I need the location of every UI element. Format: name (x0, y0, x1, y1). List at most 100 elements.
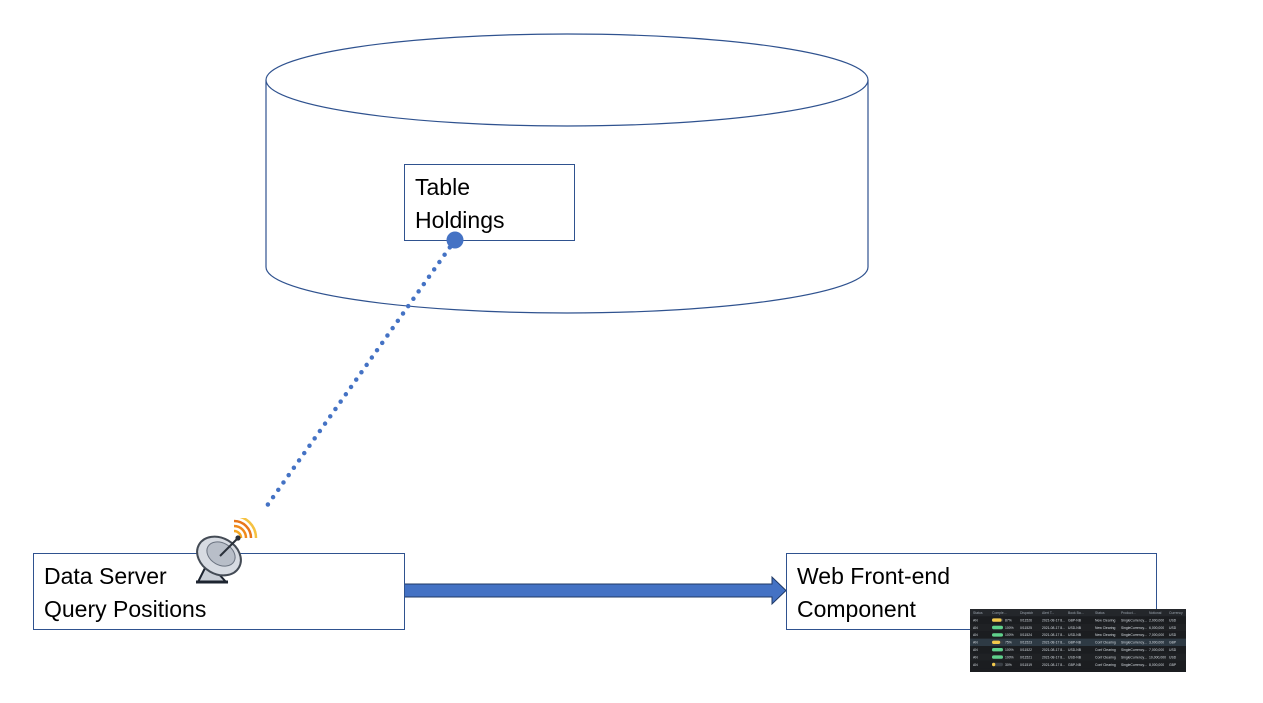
web-frontend-line-2: Component (797, 596, 916, 622)
thumbnail-cell: 6,000,000 (1149, 626, 1164, 630)
flow-arrow (403, 575, 787, 606)
thumbnail-cell: USD (1169, 655, 1177, 659)
thumbnail-cell: 0/11521 (1020, 655, 1032, 659)
thumbnail-cell: Conf Clearing (1095, 648, 1116, 652)
thumbnail-cell: AN (973, 655, 978, 659)
thumbnail-progress-fill (992, 618, 1002, 622)
thumbnail-header-cell: Status (1095, 611, 1105, 615)
thumbnail-cell: New Clearing (1095, 618, 1115, 622)
thumbnail-cell: USD-NB (1068, 626, 1082, 630)
table-box-line-1: Table (415, 174, 470, 200)
thumbnail-cell: 2021-08-17 8... (1042, 626, 1065, 630)
thumbnail-row (970, 660, 1186, 669)
thumbnail-cell: 30% (1005, 663, 1012, 667)
thumbnail-cell: New Clearing (1095, 626, 1115, 630)
table-box-line-2: Holdings (415, 207, 505, 233)
web-frontend-line-1: Web Front-end (797, 563, 950, 589)
thumbnail-cell: AN (973, 648, 978, 652)
thumbnail-cell: GBP-NB (1068, 618, 1082, 622)
thumbnail-cell: GBP-NB (1068, 641, 1082, 645)
data-server-line-2: Query Positions (44, 596, 207, 622)
thumbnail-row (970, 638, 1186, 646)
cylinder-top (265, 33, 869, 127)
table-holdings-box: Table Holdings (404, 164, 575, 241)
thumbnail-cell: 100% (1005, 633, 1014, 637)
thumbnail-header-cell: Comple... (992, 611, 1007, 615)
thumbnail-cell: 10,000,000 (1149, 655, 1166, 659)
thumbnail-header-cell: Alert T... (1042, 611, 1054, 615)
thumbnail-cell: 0/11525 (1020, 626, 1032, 630)
thumbnail-cell: SingleCurrency... (1121, 633, 1147, 637)
thumbnail-cell: 2021-08-17 8... (1042, 641, 1065, 645)
thumbnail-cell: 7,000,000 (1149, 633, 1164, 637)
thumbnail-cell: SingleCurrency... (1121, 618, 1147, 622)
thumbnail-cell: 2021-08-17 8... (1042, 633, 1065, 637)
thumbnail-progress-fill (992, 655, 1003, 659)
thumbnail-progress-fill (992, 640, 1001, 644)
thumbnail-cell: USD (1169, 626, 1177, 630)
thumbnail-cell: 0/11522 (1020, 648, 1032, 652)
thumbnail-cell: SingleCurrency... (1121, 663, 1147, 667)
thumbnail-cell: SingleCurrency... (1121, 626, 1147, 630)
thumbnail-cell: 2,000,000 (1149, 618, 1164, 622)
thumbnail-cell: GBP-NB (1068, 663, 1082, 667)
thumbnail-header-band (970, 609, 1186, 617)
thumbnail-header-cell: Notional (1149, 611, 1162, 615)
thumbnail-row (970, 623, 1186, 632)
thumbnail-cell: SingleCurrency... (1121, 648, 1147, 652)
thumbnail-cell: 2021-08-17 8... (1042, 655, 1065, 659)
thumbnail-header-cell: Dispatch (1020, 611, 1033, 615)
thumbnail-cell: SingleCurrency... (1121, 641, 1147, 645)
thumbnail-cell: 2021-08-17 8... (1042, 618, 1065, 622)
thumbnail-header-cell: Book Ba... (1068, 611, 1084, 615)
thumbnail-cell: 8,000,000 (1149, 663, 1164, 667)
thumbnail-cell: 87% (1005, 618, 1012, 622)
thumbnail-cell: USD-NB (1068, 633, 1082, 637)
thumbnail-cell: AN (973, 626, 978, 630)
thumbnail-cell: USD-NB (1068, 655, 1082, 659)
thumbnail-cell: GBP (1169, 663, 1177, 667)
thumbnail-progress-fill (992, 662, 996, 667)
thumbnail-progress-fill (992, 648, 1003, 652)
thumbnail-cell: Conf Clearing (1095, 655, 1116, 659)
thumbnail-row (970, 616, 1186, 624)
thumbnail-cell: USD (1169, 633, 1177, 637)
thumbnail-cell: 100% (1005, 648, 1014, 652)
thumbnail-row (970, 653, 1186, 661)
thumbnail-header-cell: Currency (1169, 611, 1183, 615)
grid-table-thumbnail: Status Comple... Dispatch Alert T... Book Ba… (970, 609, 1186, 672)
thumbnail-progress-fill (992, 625, 1003, 630)
thumbnail-cell: USD (1169, 618, 1177, 622)
thumbnail-cell: New Clearing (1095, 633, 1115, 637)
thumbnail-cell: 7,000,000 (1149, 648, 1164, 652)
thumbnail-cell: 100% (1005, 626, 1014, 630)
thumbnail-cell: 100% (1005, 655, 1014, 659)
thumbnail-cell: USD-NB (1068, 648, 1082, 652)
thumbnail-row (970, 646, 1186, 654)
thumbnail-cell: AN (973, 618, 978, 622)
thumbnail-cell: 0/11526 (1020, 618, 1032, 622)
thumbnail-cell: AN (973, 663, 978, 667)
thumbnail-cell: Conf Clearing (1095, 663, 1116, 667)
thumbnail-header-cell: Status (973, 611, 983, 615)
thumbnail-cell: USD (1169, 648, 1177, 652)
thumbnail-cell: 3,000,000 (1149, 641, 1164, 645)
thumbnail-cell: GBP (1169, 641, 1177, 645)
thumbnail-row (970, 631, 1186, 639)
thumbnail-cell: 75% (1005, 641, 1012, 645)
thumbnail-grid: Status Comple... Dispatch Alert T... Book Ba… (970, 609, 1186, 669)
thumbnail-cell: 0/11524 (1020, 633, 1032, 637)
thumbnail-cell: AN (973, 633, 978, 637)
thumbnail-cell: 0/11523 (1020, 641, 1032, 645)
thumbnail-cell: 2021-08-17 8... (1042, 648, 1065, 652)
thumbnail-progress-fill (992, 633, 1003, 637)
data-server-line-1: Data Server (44, 563, 167, 589)
thumbnail-cell: 2021-08-17 8... (1042, 663, 1065, 667)
thumbnail-cell: 0/11519 (1020, 663, 1032, 667)
dotted-connector (261, 237, 458, 513)
thumbnail-header-cell: Product... (1121, 611, 1136, 615)
thumbnail-cell: Conf Clearing (1095, 641, 1116, 645)
satellite-dish-icon (196, 518, 258, 584)
thumbnail-cell: AN (973, 641, 978, 645)
thumbnail-cell: SingleCurrency... (1121, 655, 1147, 659)
